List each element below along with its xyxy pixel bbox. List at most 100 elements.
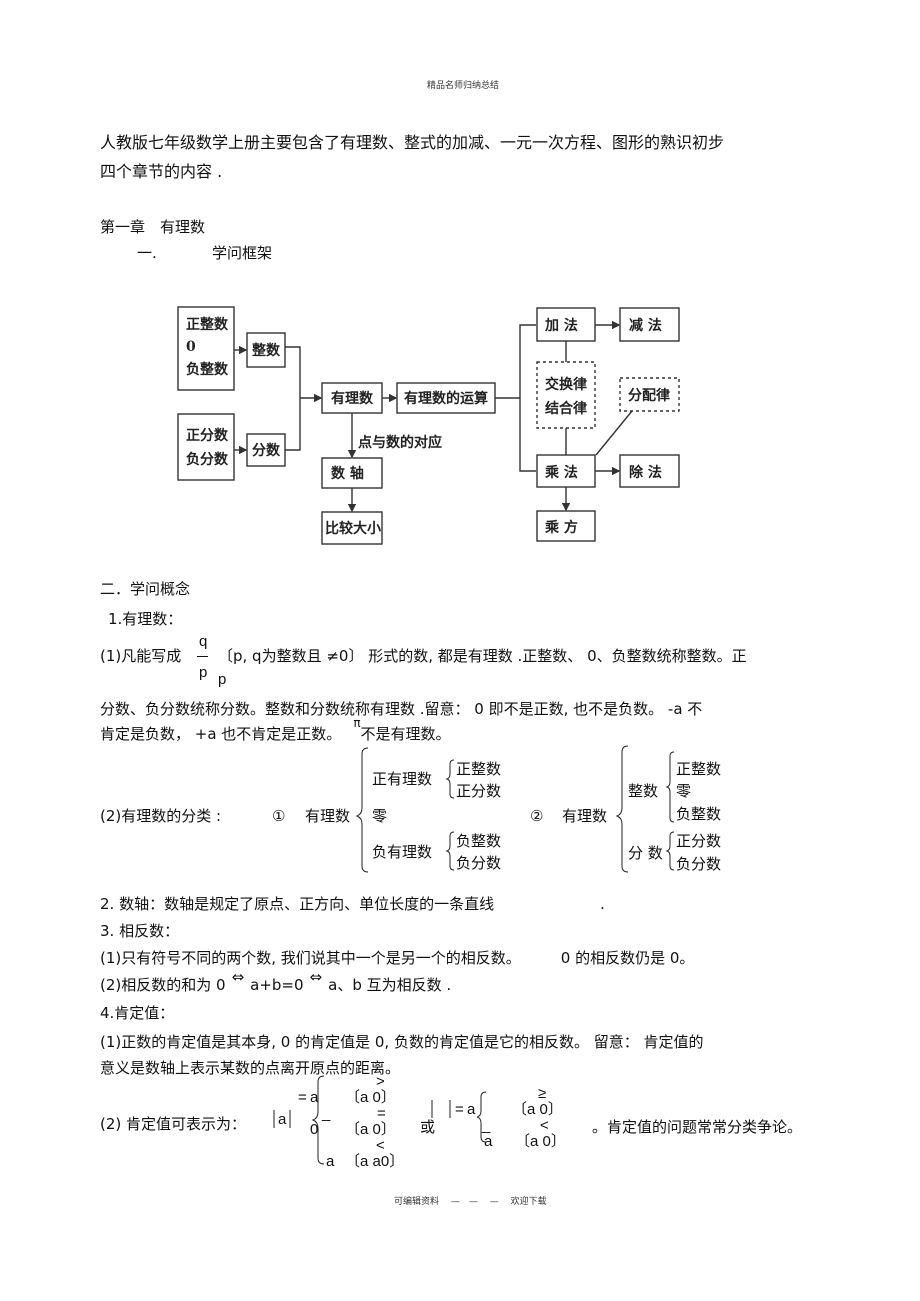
c1-positive-fraction: 正分数 (456, 782, 502, 800)
label-positive-fraction: 正分数 (186, 427, 229, 444)
pi-symbol: π (353, 716, 361, 730)
f2-ge: ≥ (538, 1085, 547, 1102)
item1-p1-line3b: 不是有理数。 (360, 725, 451, 743)
chapter-title: 有理数 (160, 218, 206, 236)
or-text: 或 (420, 1118, 436, 1136)
c1-negative-integer: 负整数 (456, 832, 502, 850)
box-laws (536, 361, 596, 429)
item4-title: 4.肯定值： (100, 1004, 175, 1022)
label-commutative: 交换律 (545, 376, 587, 393)
page-footer: 可编辑资料 — — — 欢迎下载 (394, 1197, 547, 1207)
label-integer: 整数 (251, 342, 281, 359)
c2-negative-integer: 负整数 (676, 805, 722, 823)
classification-2-root: 有理数 (562, 807, 608, 825)
item3-title: 3. 相反数： (100, 922, 180, 940)
f2-minus: _ (482, 1117, 491, 1134)
label-divide: 除 法 (629, 464, 662, 481)
brace-c1-positive (445, 759, 455, 799)
chapter-number: 第一章 (100, 218, 146, 236)
item1-p1-line3-row: 肯定是负数， +a 也不肯定是正数。 π 不是有理数。 (100, 717, 451, 742)
item3-p2-row: (2)相反数的和为 0 ⇔ a+b=0 ⇔ a、b 互为相反数 . (100, 970, 451, 993)
fraction-denominator: p (199, 664, 208, 681)
f2-r2: a (484, 1133, 493, 1150)
c1-positive-integer: 正整数 (456, 760, 502, 778)
brace-c1-main (355, 747, 369, 873)
label-zero: 0 (186, 339, 196, 355)
item4-p2: (2) 肯定值可表示为： (100, 1115, 247, 1133)
intro-line-1: 人教版七年级数学上册主要包含了有理数、整式的加减、一元一次方程、图形的熟识初步 (100, 133, 725, 152)
label-multiply: 乘 法 (544, 464, 578, 481)
item2-text: 2. 数轴：数轴是规定了原点、正方向、单位长度的一条直线 (100, 895, 495, 913)
item4-p1b: 意义是数轴上表示某数的点离开原点的距离。 (100, 1059, 401, 1077)
box-fractions-group (177, 413, 235, 481)
f1-minus: _ (322, 1105, 331, 1122)
item3-p2a: (2)相反数的和为 0 (100, 976, 226, 994)
fraction-bar (197, 656, 208, 657)
f1-r3: a (326, 1153, 335, 1170)
f1-lhs: a (278, 1111, 287, 1128)
label-positive-integer: 正整数 (186, 316, 229, 333)
item2-end: . (600, 895, 605, 913)
label-power: 乘 方 (544, 519, 578, 536)
label-number-line: 数 轴 (331, 465, 364, 482)
classification-2-mark: ② (530, 807, 544, 825)
c2-positive-fraction: 正分数 (676, 832, 722, 850)
label-add: 加 法 (544, 317, 578, 334)
label-point-number-correspondence: 点与数的对应 (358, 434, 442, 451)
item3-p2b: a+b=0 (250, 976, 304, 994)
label-negative-fraction: 负分数 (186, 451, 229, 468)
intro-line-2: 四个章节的内容 . (100, 162, 223, 181)
item1-title: 1.有理数： (108, 610, 183, 628)
classification-1-root: 有理数 (305, 807, 351, 825)
page-header: 精品名师归纳总结 (427, 81, 500, 91)
classification-1-mark: ① (272, 807, 286, 825)
c2-negative-fraction: 负分数 (676, 855, 722, 873)
f1-eq2: = (377, 1105, 386, 1122)
item1-p1-line3: 肯定是负数， +a 也不肯定是正数。 (100, 725, 342, 743)
item1-p1-post: 〔p, q为整数且 ≠0〕 形式的数, 都是有理数 .正整数、 0、负整数统称整… (218, 647, 747, 665)
c1-negative-rational: 负有理数 (372, 843, 433, 861)
c2-integer: 整数 (628, 782, 659, 800)
c1-positive-rational: 正有理数 (372, 770, 433, 788)
c2-zero: 零 (676, 782, 692, 800)
f1-gt: > (376, 1073, 385, 1090)
item3-p2c: a、b 互为相反数 . (328, 976, 452, 994)
knowledge-framework-diagram: 正整数 0 负整数 整数 正分数 负分数 分数 有理数 有理数的运算 点与数的对… (177, 306, 680, 545)
classification-label: (2)有理数的分类 : (100, 807, 222, 825)
brace-c1-negative (445, 831, 455, 871)
f1-cond1: 〔a 0〕 (345, 1089, 396, 1106)
f2-cond2: 〔a 0〕 (515, 1133, 566, 1150)
c2-fraction: 分 数 (628, 844, 663, 862)
section1-title: 学问框架 (212, 244, 273, 262)
label-compare: 比较大小 (325, 520, 381, 537)
f2-cond1: 〔a 0〕 (512, 1101, 563, 1118)
brace-c2-main (615, 745, 629, 873)
item4-p1: (1)正数的肯定值是其本身, 0 的肯定值是 0, 负数的肯定值是它的相反数。 … (100, 1033, 704, 1051)
item3-p1: (1)只有符号不同的两个数, 我们说其中一个是另一个的相反数。 (100, 949, 521, 967)
f1-cond3: 〔a a0〕 (345, 1153, 405, 1170)
label-distributive: 分配律 (628, 387, 670, 404)
iff-symbol-1: ⇔ (231, 968, 245, 986)
f2-lt: < (540, 1117, 549, 1134)
item4-tail: 。肯定值的问题常常分类争论。 (592, 1118, 803, 1136)
item3-p1-row: (1)只有符号不同的两个数, 我们说其中一个是另一个的相反数。 0 的相反数仍是… (100, 951, 694, 966)
label-operations: 有理数的运算 (404, 390, 488, 407)
f1-lt: < (376, 1137, 385, 1154)
item1-p1-line2: 分数、负分数统称分数。整数和分数统称有理数 .留意： 0 即不是正数, 也不是负… (100, 700, 703, 718)
f2-r1: a (467, 1101, 476, 1118)
item3-p1b: 0 的相反数仍是 0。 (560, 949, 695, 967)
label-negative-integer: 负整数 (186, 361, 229, 378)
label-subtract: 减 法 (629, 317, 662, 334)
iff-symbol-2: ⇔ (309, 968, 323, 986)
connector-lines (234, 320, 633, 513)
box-distributive (619, 377, 680, 412)
f1-r1: a (310, 1089, 319, 1106)
label-rational: 有理数 (331, 390, 374, 407)
fraction-denominator-2: p (218, 671, 227, 688)
f1-r2: 0 (310, 1121, 319, 1138)
c1-negative-fraction: 负分数 (456, 854, 502, 872)
f2-eq: = (455, 1101, 464, 1118)
item1-p1-pre: (1)凡能写成 (100, 647, 182, 665)
section1-number: 一. (137, 244, 157, 262)
